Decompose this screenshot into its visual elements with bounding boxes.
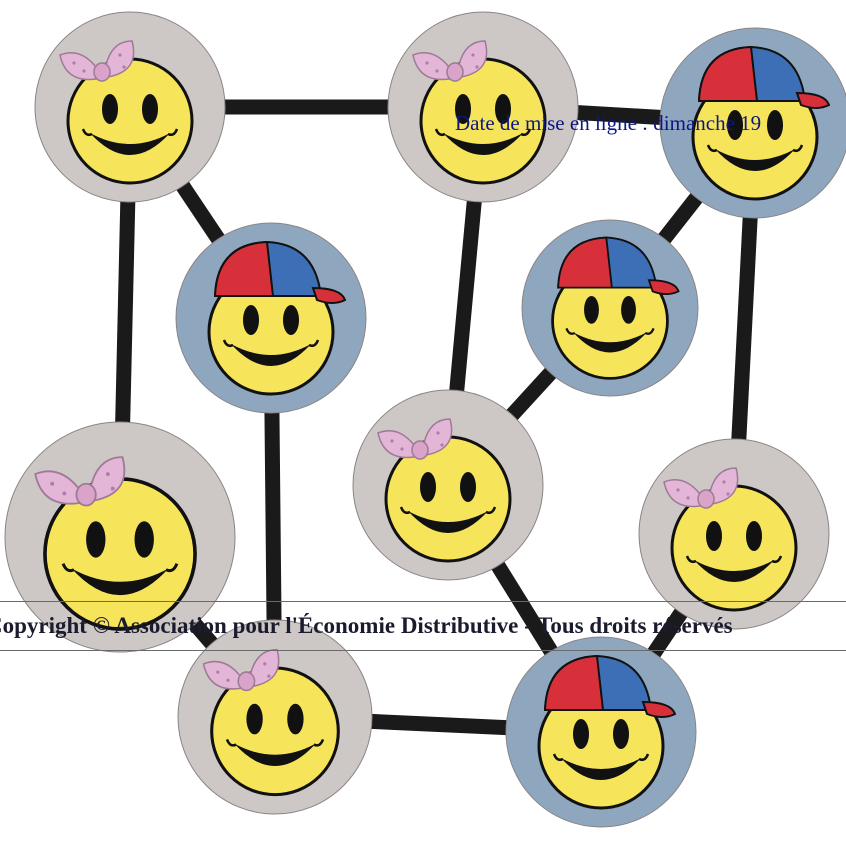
girl-smiley-icon: [34, 11, 226, 203]
girl-smiley-icon: [638, 438, 830, 630]
people-nodes: [4, 11, 846, 828]
boy-smiley-icon: [521, 219, 699, 397]
boy-smiley-icon: [175, 222, 367, 414]
boy-smiley-icon: [505, 636, 697, 828]
publication-date: Date de mise en ligne : dimanche 19: [455, 111, 762, 135]
girl-smiley-icon: [387, 11, 579, 203]
girl-smiley-icon: [177, 619, 373, 815]
girl-smiley-icon: [4, 421, 236, 653]
boy-smiley-icon: [659, 27, 846, 219]
copyright-footer: Copyright © Association pour l'Économie …: [0, 601, 846, 651]
girl-smiley-icon: [352, 389, 544, 581]
copyright-text: Copyright © Association pour l'Économie …: [0, 613, 733, 638]
